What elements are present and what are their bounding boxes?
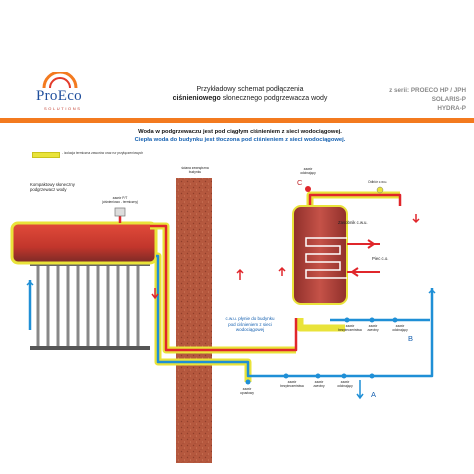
valve-a1-label-line-1: zawór (242, 387, 252, 391)
flow-arrows (26, 214, 436, 400)
valve-b3-label-line-2: odcinający (392, 328, 408, 332)
valve-b3-label-line-1: zawór (395, 324, 405, 328)
valve-a2-label: zawór bezpieczeństwa (272, 380, 312, 388)
letter-b: B (408, 334, 414, 343)
wall-label-line-1: ściana zewnętrzna (181, 166, 209, 170)
valve-c-label-line-1: zawór (303, 167, 313, 171)
valve-a3-label-line-2: zwrotny (313, 384, 325, 388)
dhw-flow-label: c.w.u. płynie do budynku pod ciśnieniem … (210, 316, 290, 333)
letter-c: C (297, 178, 303, 187)
valve-a1-label: zawór upustowy (230, 387, 264, 395)
series-block: z serii: PROECO HP / JPH SOLARIS-P HYDRA… (350, 86, 466, 113)
external-wall (176, 178, 212, 463)
sun-logo-icon (42, 72, 78, 89)
heater-label: Kompaktowy słoneczny podgrzewacz wody (30, 182, 75, 192)
series-line-1: z serii: PROECO HP / JPH (389, 87, 466, 94)
valve-b3-label: zawór odcinający (385, 324, 415, 332)
tank-label: Zasobnik c.w.u. (338, 220, 368, 225)
series-line-3: HYDRA-P (437, 105, 466, 112)
valve-a2-label-line-1: zawór (287, 380, 297, 384)
valve-a3-label: zawór zwrotny (306, 380, 332, 388)
dhw-flow-label-line-3: wodociągowej (235, 327, 265, 332)
valve-a4-label-line-1: zawór (340, 380, 350, 384)
valve-a3-label-line-1: zawór (314, 380, 324, 384)
valve-b2-label-line-1: zawór (368, 324, 378, 328)
logo-text: ProEco (36, 88, 82, 104)
valve-a1-label-line-2: upustowy (240, 391, 254, 395)
heating-coil (305, 237, 347, 279)
dhw-flow-label-line-2: pod ciśnieniem z sieci (228, 321, 272, 327)
wall-label-line-2: budynku (188, 170, 202, 174)
valve-pt-label-line-2: (ciśnieniowo - termiczny) (101, 200, 139, 204)
valve-b2-label: zawór zwrotny (360, 324, 386, 332)
valves (114, 186, 398, 385)
insulation-legend-swatch (32, 152, 60, 158)
boiler-connection (347, 239, 380, 277)
title-line-1: Przykładowy schemat podłączenia (196, 86, 304, 93)
solar-heater-tank (10, 221, 158, 265)
heater-label-line-2: podgrzewacz wody (30, 187, 67, 192)
valve-b1-label-line-2: bezpieczeństwa (338, 328, 362, 332)
boiler-label: Piec c.o. (372, 256, 389, 261)
dhw-storage-tank (292, 205, 348, 305)
accent-band (0, 118, 474, 123)
valve-a4-label: zawór odcinający (330, 380, 360, 388)
dhw-flow-label-line-1: c.w.u. płynie do budynku (225, 316, 275, 321)
wall-label: ściana zewnętrzna budynku (170, 166, 220, 174)
series-line-2: SOLARIS-P (431, 96, 466, 103)
draw-label: Odbiór c.w.u. (368, 180, 388, 184)
valve-a2-label-line-2: bezpieczeństwa (280, 384, 304, 388)
valve-b2-label-line-2: zwrotny (367, 328, 379, 332)
valve-a4-label-line-2: odcinający (337, 384, 353, 388)
valve-c-label-line-2: odcinający (300, 171, 316, 175)
title-line-2: ciśnieniowego słonecznego podgrzewacza w… (140, 95, 360, 102)
valve-b1-label-line-1: zawór (345, 324, 355, 328)
insulation-legend-text: - izolacja termiczna zaworów oraz rur pr… (62, 151, 144, 155)
valve-c-label: zawór odcinający (288, 167, 328, 175)
valve-pt-label: zawór P/T (ciśnieniowo - termiczny) (90, 196, 150, 204)
title-rest: słonecznego podgrzewacza wody (220, 95, 328, 102)
info-line-2: Ciepła woda do budynku jest tłoczona pod… (134, 137, 346, 143)
valve-b1-label: zawór bezpieczeństwa (330, 324, 370, 332)
logo-tagline: SOLUTIONS (44, 106, 82, 111)
title-bold: ciśnieniowego (172, 95, 221, 102)
info-line-1: Woda w podgrzewaczu jest pod ciągłym ciś… (138, 129, 342, 135)
heater-label-line-1: Kompaktowy słoneczny (30, 182, 75, 187)
vacuum-tubes (30, 262, 150, 350)
letter-a: A (371, 390, 377, 399)
valve-pt-label-line-1: zawór P/T (112, 196, 128, 200)
